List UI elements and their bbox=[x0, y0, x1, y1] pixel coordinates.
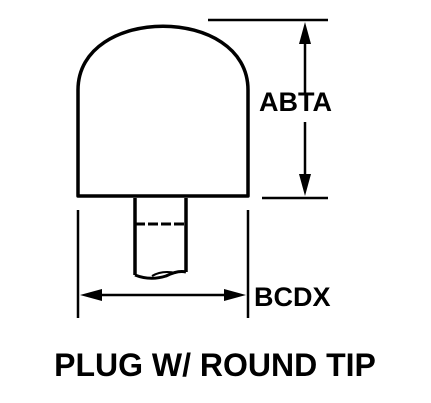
plug-stem-tip-mark bbox=[151, 271, 177, 277]
width-arrow-left-icon bbox=[80, 289, 102, 301]
width-dimension-label: BCDX bbox=[254, 282, 331, 312]
height-arrow-down-icon bbox=[299, 174, 311, 196]
plug-head bbox=[76, 24, 250, 198]
plug-stem-bottom bbox=[134, 270, 187, 280]
height-dimension-label: ABTA bbox=[259, 87, 332, 117]
width-arrow-right-icon bbox=[224, 289, 246, 301]
height-arrow-up-icon bbox=[299, 22, 311, 44]
plug-stem bbox=[133, 198, 188, 275]
diagram-title: PLUG W/ ROUND TIP bbox=[54, 347, 376, 383]
